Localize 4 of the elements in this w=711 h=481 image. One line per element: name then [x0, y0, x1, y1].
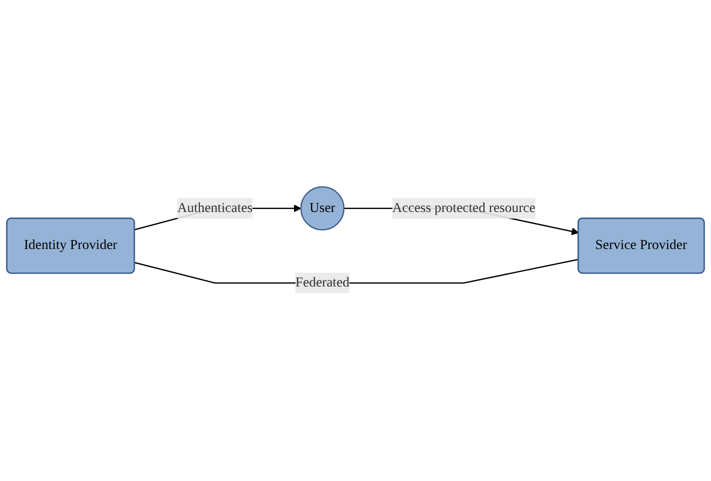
edge-label: Federated: [295, 276, 350, 290]
node-circle: User: [300, 186, 345, 231]
edge-label: Authenticates: [177, 201, 253, 216]
edge-label: Access protected resource: [392, 201, 536, 216]
